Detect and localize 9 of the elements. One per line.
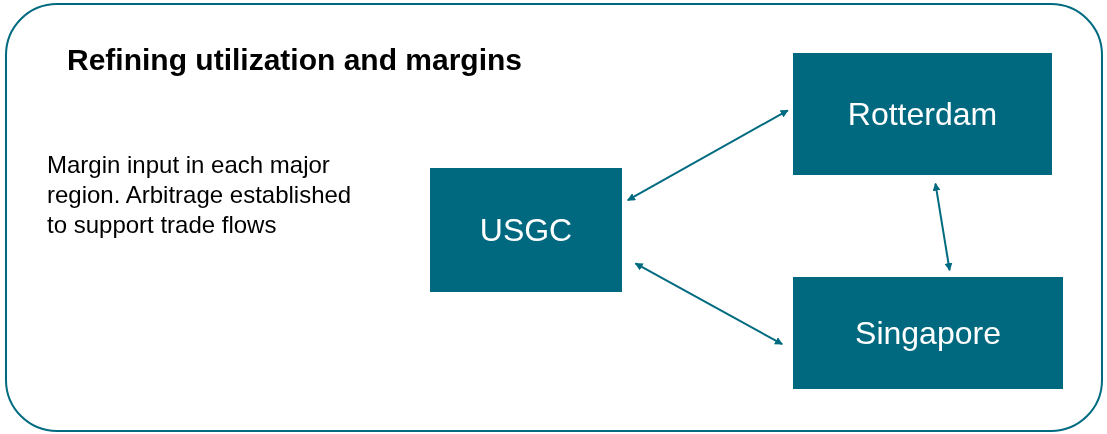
double-arrow: [932, 182, 953, 272]
description-text: Margin input in each major region. Arbitrage established to support trade flows: [47, 150, 353, 240]
heading: Refining utilization and margins: [67, 43, 522, 77]
region-box: Rotterdam: [793, 53, 1052, 175]
double-arrow: [626, 109, 789, 202]
region-box: USGC: [430, 168, 622, 292]
double-arrow: [634, 262, 784, 346]
panel-background: [5, 3, 1103, 432]
region-box: Singapore: [793, 277, 1063, 389]
